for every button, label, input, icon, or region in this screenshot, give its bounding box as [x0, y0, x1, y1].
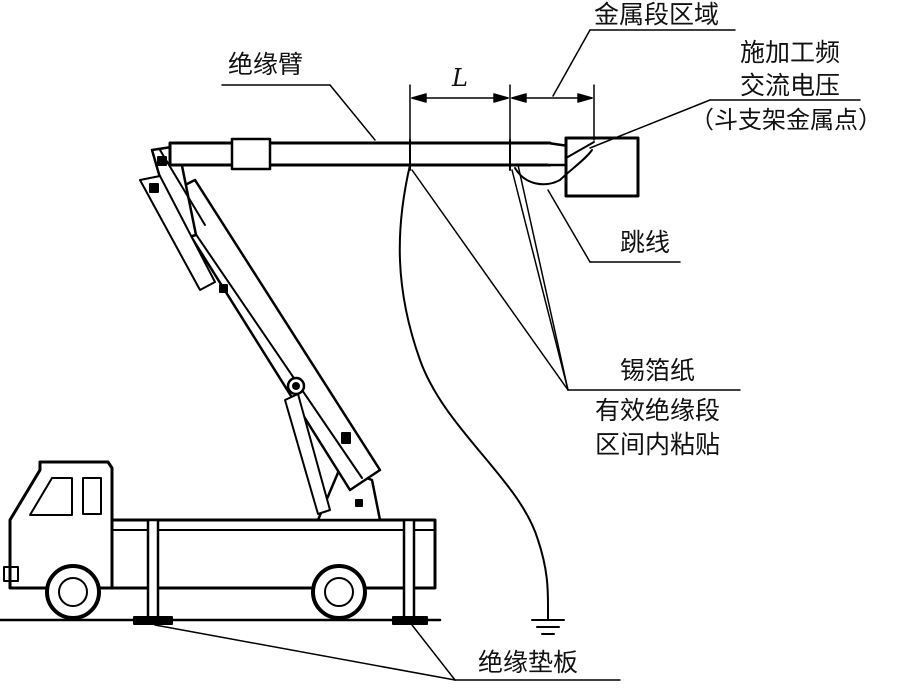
outrigger-right [402, 518, 416, 620]
jumper-wire [514, 149, 593, 186]
outrigger-left [146, 518, 160, 620]
leader-lines [154, 29, 861, 681]
label-apply-voltage-1: 施加工频 [740, 38, 841, 67]
lower-boom [163, 178, 382, 492]
hydraulic-cylinder [284, 376, 331, 515]
label-insulating-pad: 绝缘垫板 [478, 648, 579, 677]
truck [3, 460, 437, 625]
ground-symbol [531, 605, 565, 635]
ground-lead [398, 164, 549, 607]
cab-window-front [29, 477, 73, 516]
rear-wheel-outer [311, 564, 367, 620]
label-effective-2: 区间内粘贴 [595, 430, 721, 459]
label-length-L: L [452, 64, 468, 92]
label-insulated-arm: 绝缘臂 [228, 50, 304, 79]
rear-wheel-inner [324, 577, 354, 607]
label-apply-voltage-3: （斗支架金属点） [690, 106, 882, 134]
label-effective-1: 有效绝缘段 [595, 396, 721, 425]
insulating-pad-left [133, 616, 173, 625]
label-tin-foil: 锡箔纸 [620, 356, 696, 385]
bucket [564, 136, 640, 198]
label-apply-voltage-2: 交流电压 [740, 71, 841, 100]
insulating-pad-right [392, 616, 428, 625]
cab-window-side [82, 477, 102, 515]
label-jumper: 跳线 [620, 228, 671, 257]
insulated-arm [168, 137, 590, 171]
dimension-L [409, 84, 595, 141]
label-metal-section: 金属段区域 [594, 0, 720, 29]
front-wheel-outer [45, 564, 101, 620]
cab-bumper [3, 566, 19, 582]
truck-bed [110, 518, 437, 590]
front-wheel-inner [58, 577, 88, 607]
turret-mark [355, 499, 363, 507]
